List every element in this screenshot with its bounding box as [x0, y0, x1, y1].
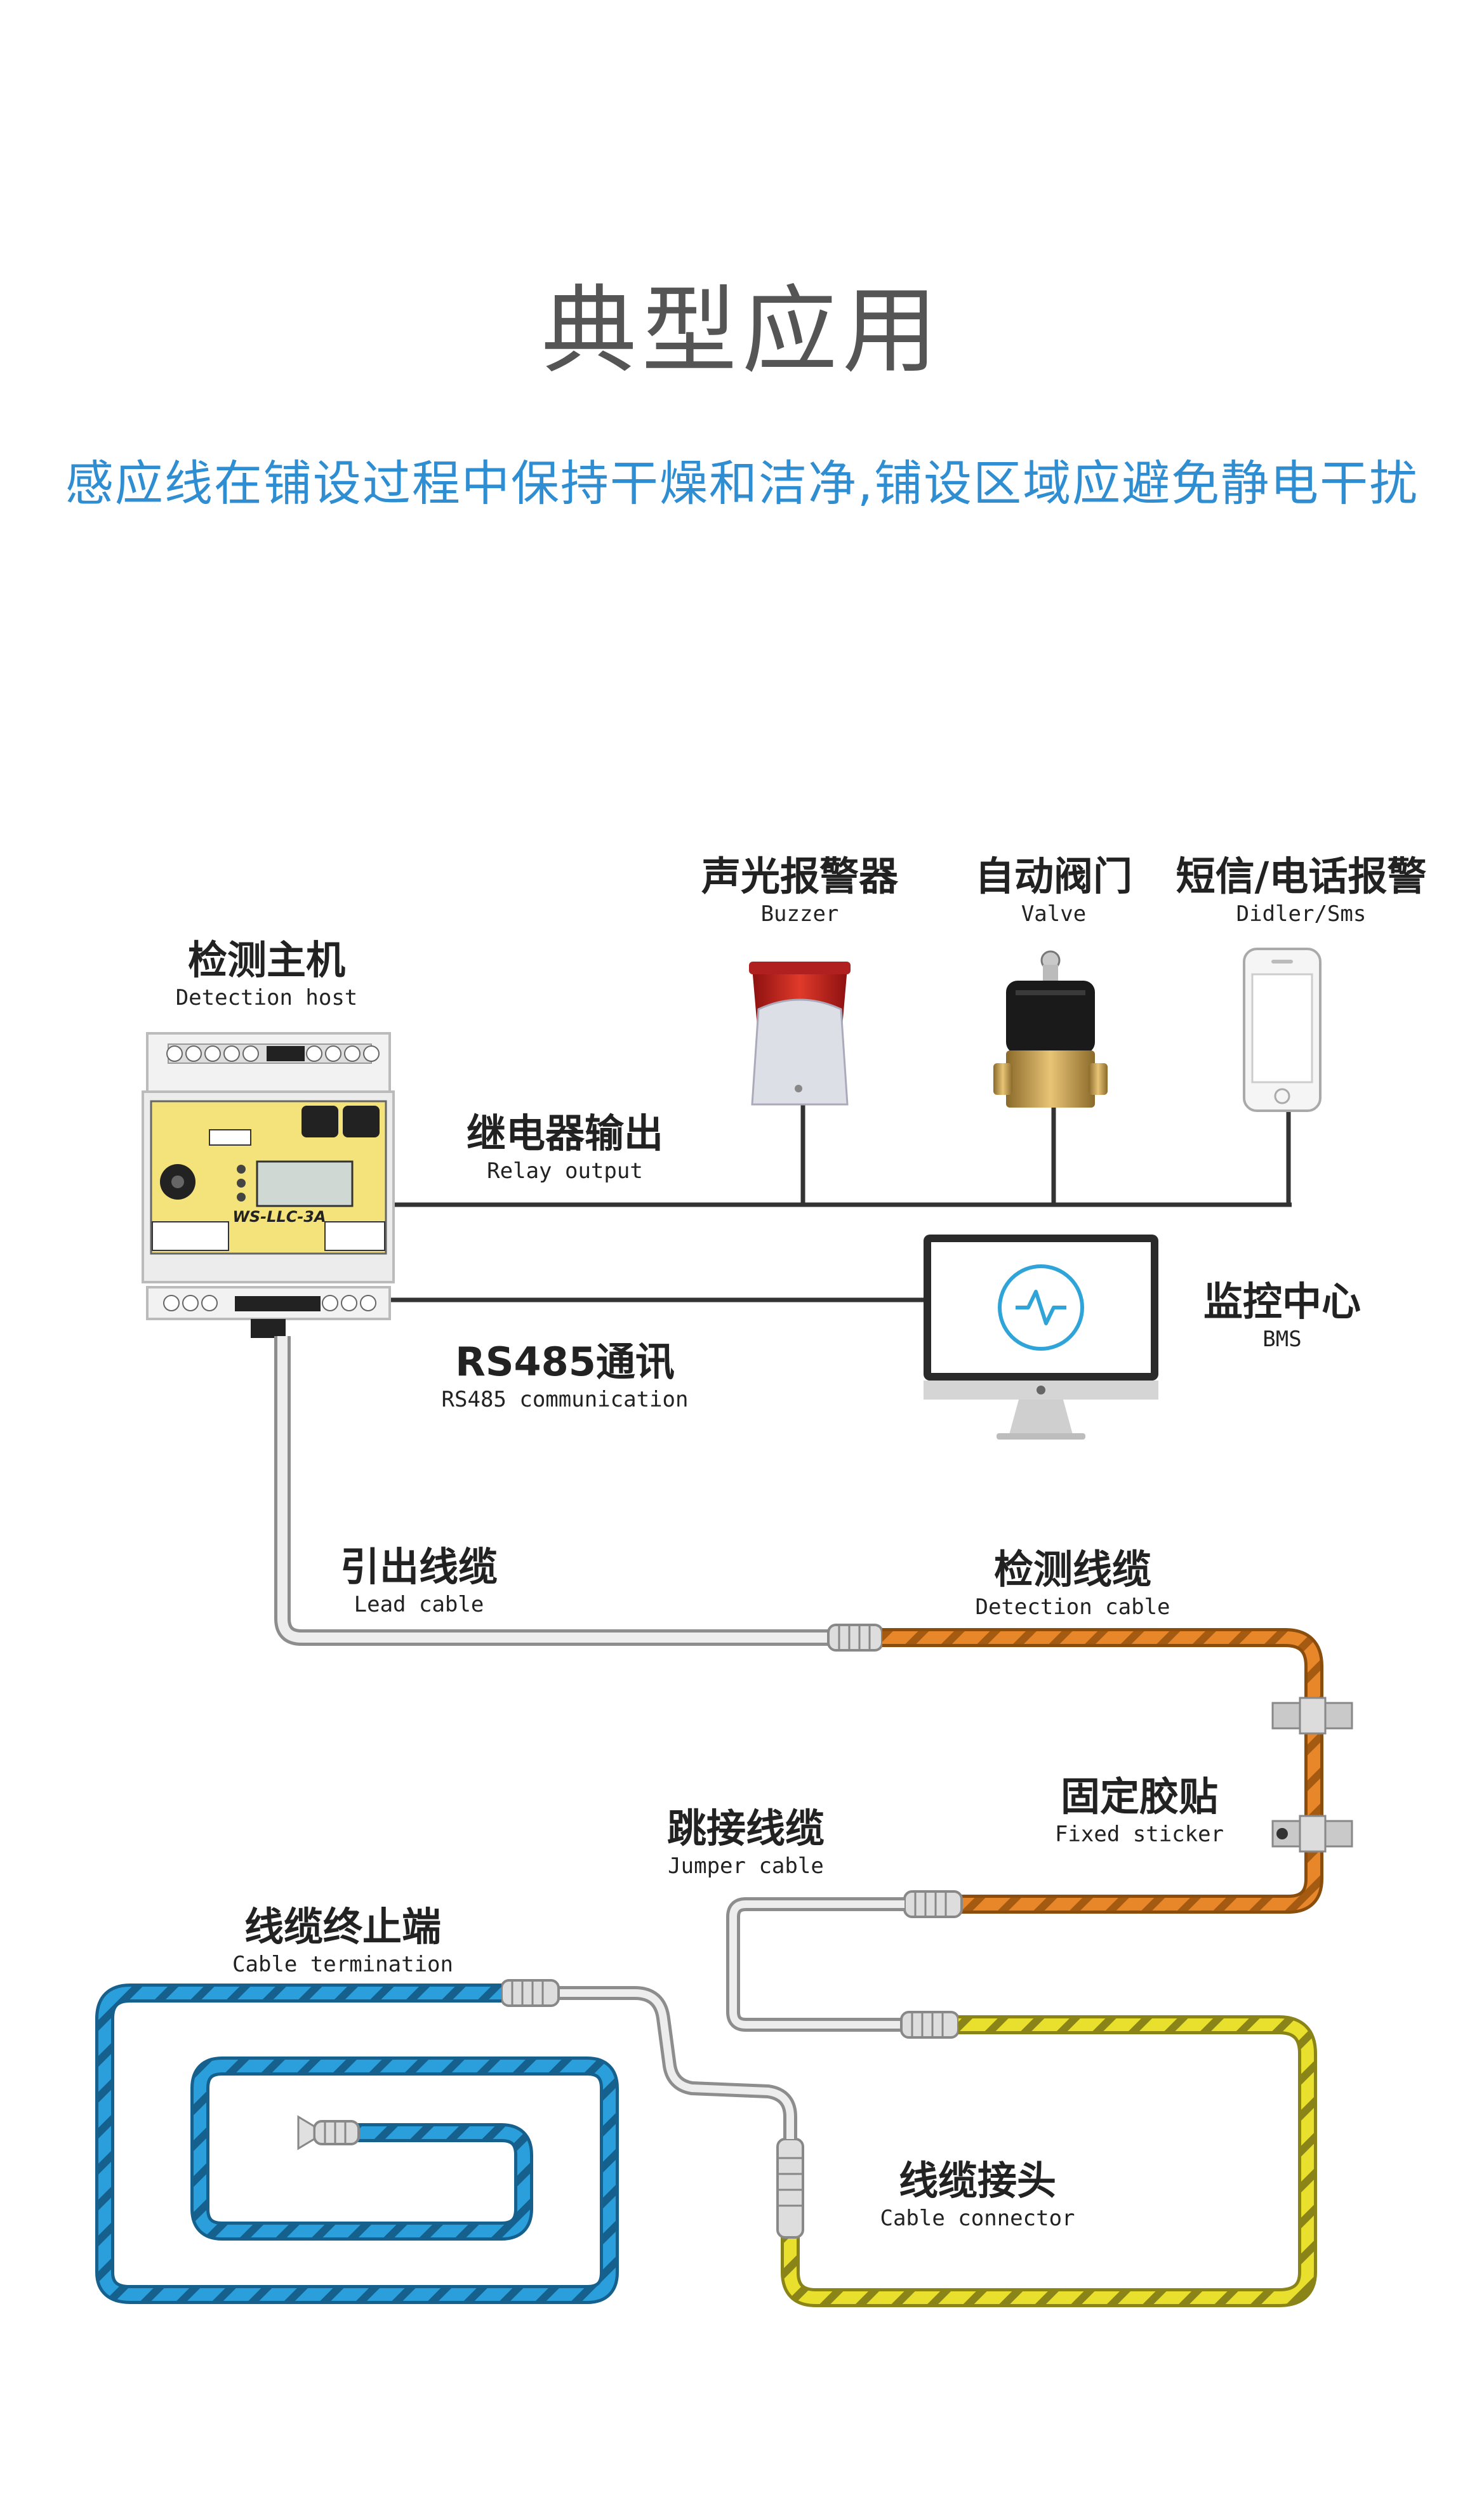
valve-label: 自动阀门 Valve	[939, 844, 1168, 927]
fixed-sticker-1	[1271, 1697, 1353, 1735]
detection-cable-blue	[95, 1984, 619, 2304]
relay-label-cn: 继电器输出	[466, 1110, 663, 1156]
valve-label-en: Valve	[1021, 901, 1087, 927]
relay-label-en: Relay output	[487, 1158, 643, 1184]
rs485-label-en: RS485 communication	[441, 1387, 689, 1412]
cable-connector-5	[500, 1979, 560, 2007]
bms-label-cn: 监控中心	[1203, 1278, 1361, 1325]
host-model-label: WS-LLC-3A	[232, 1208, 326, 1226]
buzzer-label-en: Buzzer	[760, 901, 839, 927]
fixed-sticker-2	[1271, 1815, 1353, 1853]
buzzer-label: 声光报警器 Buzzer	[673, 844, 927, 927]
connector-label-en: Cable connector	[880, 2206, 1075, 2231]
page-title: 典型应用	[541, 276, 943, 387]
cable-connector-4	[776, 2138, 804, 2239]
jumper-cable-label-en: Jumper cable	[668, 1853, 824, 1879]
lead-cable-label: 引出线缆 Lead cable	[298, 1535, 540, 1617]
sticker-label-en: Fixed sticker	[1054, 1822, 1224, 1847]
detection-cable-label: 检测线缆 Detection cable	[939, 1537, 1206, 1620]
sms-label-cn: 短信/电话报警	[1176, 853, 1427, 899]
sticker-label-cn: 固定胶贴	[1060, 1773, 1218, 1820]
phone-device	[1243, 948, 1322, 1112]
buzzer-label-cn: 声光报警器	[701, 853, 898, 899]
bms-label-en: BMS	[1262, 1327, 1302, 1352]
rs485-label-cn: RS485通讯	[455, 1339, 675, 1385]
host-label-en: Detection host	[175, 985, 358, 1010]
jumper-cable-label: 跳接线缆 Jumper cable	[628, 1796, 863, 1879]
monitor-device	[924, 1235, 1158, 1440]
host-label-cn: 检测主机	[187, 937, 345, 983]
page-subtitle: 感应线在铺设过程中保持干燥和洁净,铺设区域应避免静电干扰	[65, 455, 1419, 512]
sms-label-en: Didler/Sms	[1236, 901, 1367, 927]
buzzer-device	[749, 962, 851, 1106]
cable-connector-1	[827, 1624, 884, 1652]
sms-label: 短信/电话报警 Didler/Sms	[1162, 844, 1441, 927]
rs485-label: RS485通讯 RS485 communication	[413, 1330, 717, 1412]
detection-cable-label-cn: 检测线缆	[993, 1546, 1151, 1593]
lead-cable-label-cn: 引出线缆	[340, 1544, 498, 1590]
detection-host-device	[142, 1032, 395, 1338]
jumper-cable	[726, 1897, 904, 2032]
connector-label: 线缆接头 Cable connector	[851, 2149, 1104, 2231]
cable-connector-3	[900, 2011, 960, 2039]
cable-connector-2	[903, 1890, 963, 1918]
jumper-cable-label-cn: 跳接线缆	[666, 1805, 825, 1851]
termination-label: 线缆终止端 Cable termination	[203, 1895, 482, 1977]
cable-termination-cap	[297, 2115, 360, 2150]
host-label: 检测主机 Detection host	[140, 928, 394, 1010]
connector-label-cn: 线缆接头	[898, 2157, 1056, 2204]
termination-label-cn: 线缆终止端	[244, 1904, 441, 1950]
valve-label-cn: 自动阀门	[974, 853, 1132, 899]
relay-output-line	[390, 1101, 1292, 1207]
valve-device	[993, 950, 1108, 1108]
relay-label: 继电器输出 Relay output	[438, 1101, 692, 1184]
lead-cable-label-en: Lead cable	[354, 1592, 484, 1617]
detection-cable-label-en: Detection cable	[975, 1594, 1170, 1620]
bms-label: 监控中心 BMS	[1181, 1269, 1384, 1352]
termination-label-en: Cable termination	[232, 1952, 453, 1977]
sticker-label: 固定胶贴 Fixed sticker	[1022, 1765, 1257, 1847]
